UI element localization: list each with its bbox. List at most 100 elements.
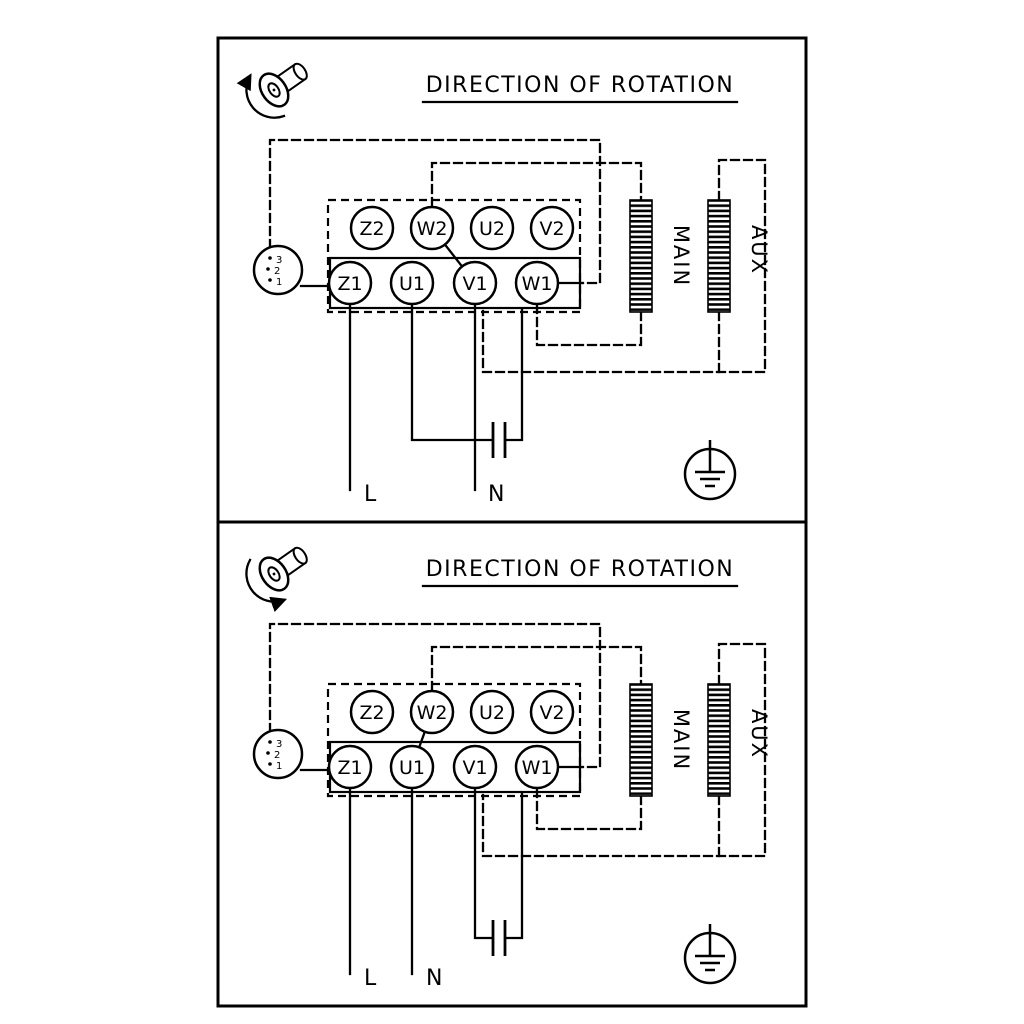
capacitor-symbol	[491, 920, 507, 956]
switch-dot-3	[268, 256, 272, 260]
terminal-z2: Z2	[349, 205, 395, 251]
terminal-label: Z1	[337, 273, 362, 295]
switch-dot-2	[266, 751, 270, 755]
ground-icon	[683, 922, 737, 985]
aux-winding-label: AUX	[747, 225, 771, 275]
page-title: DIRECTION OF ROTATION	[426, 73, 735, 98]
aux-winding-label: AUX	[747, 709, 771, 759]
terminal-label: W1	[522, 757, 553, 779]
terminal-u2: U2	[469, 205, 515, 251]
wire-u1-to-capacitor	[410, 301, 494, 442]
terminal-u1: U1	[389, 744, 435, 790]
rotation-arrow	[245, 558, 288, 612]
switch-dot-2	[266, 267, 270, 271]
terminal-w1: W1	[514, 744, 560, 790]
wire-v1-to-capacitor	[473, 785, 494, 940]
terminal-label: V1	[462, 273, 487, 295]
terminal-label: V1	[462, 757, 487, 779]
wire-capacitor-to-w1	[504, 307, 524, 442]
motor-shaft-icon	[258, 546, 308, 592]
panel-border	[216, 520, 808, 1008]
neutral-label: N	[488, 482, 504, 507]
aux-winding: AUX	[707, 683, 771, 797]
rotation-direction-icon	[236, 62, 308, 119]
switch-position-1: 1	[276, 761, 282, 772]
terminal-label: U2	[479, 702, 505, 724]
main-winding-label: MAIN	[669, 225, 693, 287]
wire-main-to-w1	[535, 303, 643, 347]
wire-w2-to-main	[430, 161, 643, 208]
switch-position-2: 2	[274, 266, 280, 277]
switch-position-3: 3	[276, 255, 282, 266]
wire-switch-to-w1	[268, 622, 602, 769]
main-winding: MAIN	[629, 683, 693, 797]
terminal-label: V2	[539, 702, 564, 724]
terminal-label: W2	[417, 702, 448, 724]
terminal-label: W2	[417, 218, 448, 240]
rotation-arrow	[236, 73, 286, 119]
terminal-u2: U2	[469, 689, 515, 735]
terminal-v1: V1	[452, 744, 498, 790]
shaft-end	[292, 546, 308, 565]
terminal-z2: Z2	[349, 689, 395, 735]
switch-circle	[252, 244, 304, 296]
switch-position-2: 2	[274, 750, 280, 761]
switch-position-3: 3	[276, 739, 282, 750]
rotation-direction-icon	[245, 546, 308, 612]
terminal-w2: W2	[409, 689, 455, 735]
terminal-v1: V1	[452, 260, 498, 306]
wire-aux-loop	[481, 158, 767, 374]
switch-position-1: 1	[276, 277, 282, 288]
motor-shaft-icon	[258, 62, 308, 108]
wire-capacitor-to-w1	[504, 791, 524, 940]
panel-top: DIRECTION OF ROTATION	[216, 36, 808, 524]
terminal-label: Z2	[359, 218, 384, 240]
speed-selector-switch: 3 2 1	[252, 728, 304, 780]
capacitor-symbol	[491, 422, 507, 458]
main-winding: MAIN	[629, 199, 693, 313]
terminal-w1: W1	[514, 260, 560, 306]
panel-bottom: DIRECTION OF ROTATION	[216, 520, 808, 1008]
switch-dot-1	[268, 762, 272, 766]
live-label: L	[364, 482, 377, 507]
solid-wires	[299, 226, 584, 492]
terminals: Z2 W2 U2 V2 Z1 U1 V1 W1	[327, 205, 575, 306]
terminal-label: Z1	[337, 757, 362, 779]
speed-selector-switch: 3 2 1	[252, 244, 304, 296]
neutral-label: N	[426, 966, 442, 991]
shaft-end	[292, 62, 308, 81]
terminal-label: Z2	[359, 702, 384, 724]
wire-main-to-w1	[535, 787, 643, 831]
terminal-label: U2	[479, 218, 505, 240]
main-winding-coil	[629, 199, 653, 313]
dashed-wires	[268, 622, 767, 858]
live-label: L	[364, 966, 377, 991]
dashed-wires	[268, 138, 767, 374]
terminal-z1: Z1	[327, 260, 373, 306]
terminal-z1: Z1	[327, 744, 373, 790]
page-title: DIRECTION OF ROTATION	[426, 557, 735, 582]
shaft-center-dot	[272, 572, 276, 576]
switch-dot-1	[268, 278, 272, 282]
wire-w2-to-main	[430, 645, 643, 692]
main-winding-coil	[629, 683, 653, 797]
terminal-label: U1	[399, 273, 425, 295]
terminal-w2: W2	[409, 205, 455, 251]
switch-dot-3	[268, 740, 272, 744]
main-winding-label: MAIN	[669, 709, 693, 771]
terminal-label: W1	[522, 273, 553, 295]
terminal-label: U1	[399, 757, 425, 779]
switch-circle	[252, 728, 304, 780]
wire-switch-to-w1	[268, 138, 602, 285]
aux-winding-coil	[707, 683, 731, 797]
aux-winding-coil	[707, 199, 731, 313]
terminal-label: V2	[539, 218, 564, 240]
terminals: Z2 W2 U2 V2 Z1 U1 V1 W1	[327, 689, 575, 790]
terminal-u1: U1	[389, 260, 435, 306]
wire-aux-loop	[481, 642, 767, 858]
terminal-v2: V2	[529, 689, 575, 735]
ground-icon	[683, 438, 737, 501]
terminal-v2: V2	[529, 205, 575, 251]
